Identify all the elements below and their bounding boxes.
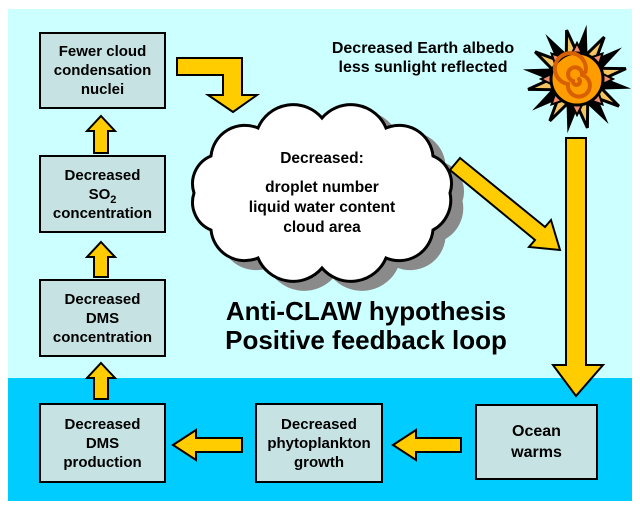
arrow-up-dmsconc-to-so2-icon bbox=[84, 240, 118, 278]
box-decreased-dms-production: Decreased DMS production bbox=[39, 403, 166, 483]
albedo-note-line1: Decreased Earth albedo bbox=[331, 40, 515, 57]
box-fewer-cloud-condensation-nuclei: Fewer cloud condensation nuclei bbox=[39, 32, 166, 109]
box-decreased-dms-concentration: Decreased DMS concentration bbox=[39, 279, 166, 357]
box-line: warms bbox=[511, 444, 562, 461]
cloud-heading: Decreased: bbox=[280, 150, 364, 167]
arrow-up-dmsprod-to-dmsconc-icon bbox=[84, 361, 118, 400]
box-line-so2: SO2 bbox=[88, 185, 117, 206]
box-line: Decreased bbox=[64, 166, 141, 184]
cloud-item: liquid water content bbox=[248, 199, 396, 216]
diagram-title-line2: Positive feedback loop bbox=[225, 325, 507, 355]
box-line: DMS bbox=[85, 309, 120, 327]
sun-icon bbox=[522, 24, 632, 134]
box-line: Ocean bbox=[512, 423, 561, 440]
arrow-left-phyto-to-dmsprod-icon bbox=[171, 428, 243, 462]
sun-spiral bbox=[552, 51, 592, 99]
box-line: concentration bbox=[52, 328, 153, 346]
box-decreased-phytoplankton-growth: Decreased phytoplankton growth bbox=[255, 403, 383, 483]
arrow-diagonal-cloud-to-ocean-icon bbox=[448, 156, 562, 252]
box-line: concentration bbox=[52, 204, 153, 222]
box-line: production bbox=[63, 453, 142, 471]
diagram-title: Anti-CLAW hypothesis Positive feedback l… bbox=[166, 297, 566, 355]
cloud-icon bbox=[191, 103, 453, 283]
box-line: Fewer cloud bbox=[58, 43, 147, 60]
cloud-label: Decreased: droplet number liquid water c… bbox=[202, 149, 442, 238]
diagram-title-line1: Anti-CLAW hypothesis bbox=[225, 296, 507, 326]
arrow-up-so2-to-ccn-icon bbox=[84, 114, 118, 154]
box-line: nuclei bbox=[80, 81, 125, 98]
box-line: condensation bbox=[53, 62, 152, 79]
box-ocean-warms: Ocean warms bbox=[475, 404, 598, 480]
box-decreased-so2-concentration: Decreased SO2 concentration bbox=[39, 155, 166, 233]
albedo-note-line2: less sunlight reflected bbox=[338, 59, 508, 76]
albedo-note: Decreased Earth albedo less sunlight ref… bbox=[317, 39, 529, 77]
box-line: DMS bbox=[85, 434, 120, 452]
box-line: Decreased bbox=[64, 290, 141, 308]
arrow-down-sun-to-ocean-icon bbox=[551, 137, 606, 398]
box-line: growth bbox=[294, 453, 344, 471]
arrow-elbow-ccn-to-cloud-icon bbox=[176, 57, 261, 114]
arrow-left-ocean-to-phyto-icon bbox=[391, 428, 462, 462]
box-line: Decreased bbox=[64, 415, 141, 433]
box-line: Decreased bbox=[281, 415, 357, 433]
cloud-item: cloud area bbox=[283, 219, 361, 236]
cloud-item: droplet number bbox=[265, 179, 379, 196]
box-line: phytoplankton bbox=[267, 434, 371, 452]
